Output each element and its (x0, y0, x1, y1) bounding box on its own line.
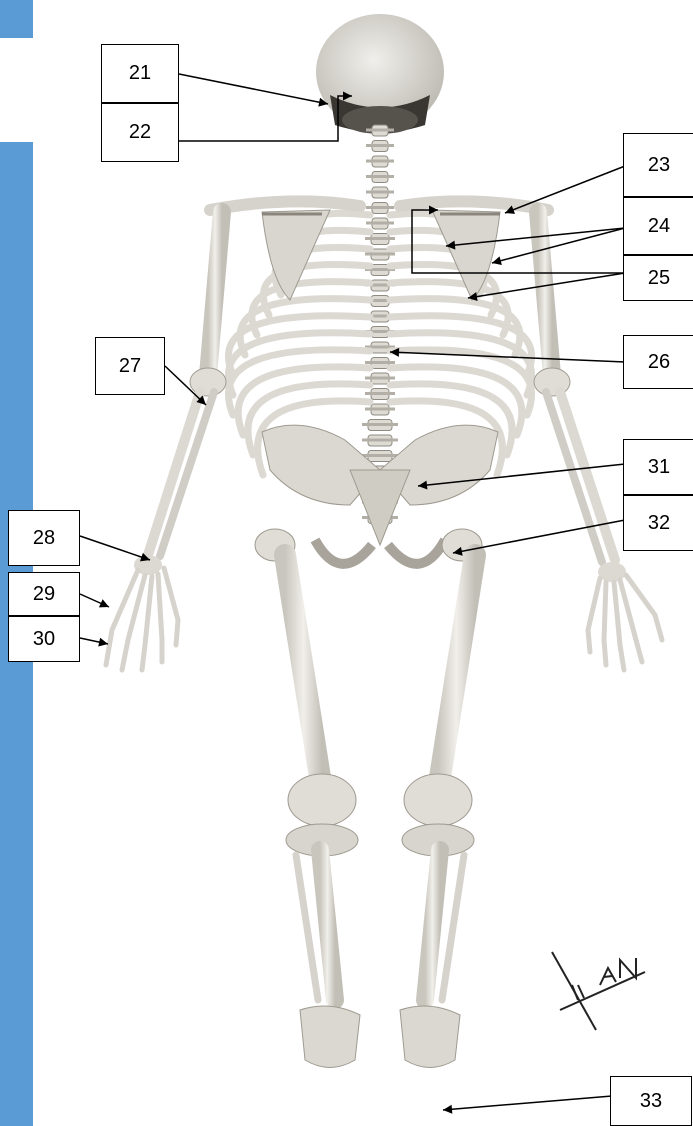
label-27: 27 (95, 337, 165, 395)
label-30: 30 (8, 616, 80, 662)
label-29: 29 (8, 572, 80, 616)
leader-30-head (98, 638, 108, 647)
label-24: 24 (623, 197, 693, 255)
leg-left (285, 555, 360, 1068)
label-25: 25 (623, 255, 693, 301)
label-31: 31 (623, 439, 693, 495)
leg-right (400, 555, 475, 1068)
leader-24b (492, 228, 625, 263)
signature-mark (552, 952, 645, 1030)
leader-23 (505, 166, 625, 213)
label-21: 21 (101, 44, 179, 103)
label-28: 28 (8, 510, 80, 566)
label-32: 32 (623, 495, 693, 551)
leader-21 (179, 74, 328, 104)
arm-left (106, 212, 226, 670)
leader-28 (80, 536, 150, 560)
skull (316, 14, 444, 134)
label-33: 33 (610, 1076, 692, 1126)
leader-24b-head (492, 256, 502, 265)
label-26: 26 (623, 335, 693, 389)
leader-33 (443, 1096, 612, 1110)
label-23: 23 (623, 133, 693, 197)
leader-33-head (443, 1105, 452, 1114)
scapula-right (432, 210, 500, 300)
label-22: 22 (101, 103, 179, 162)
